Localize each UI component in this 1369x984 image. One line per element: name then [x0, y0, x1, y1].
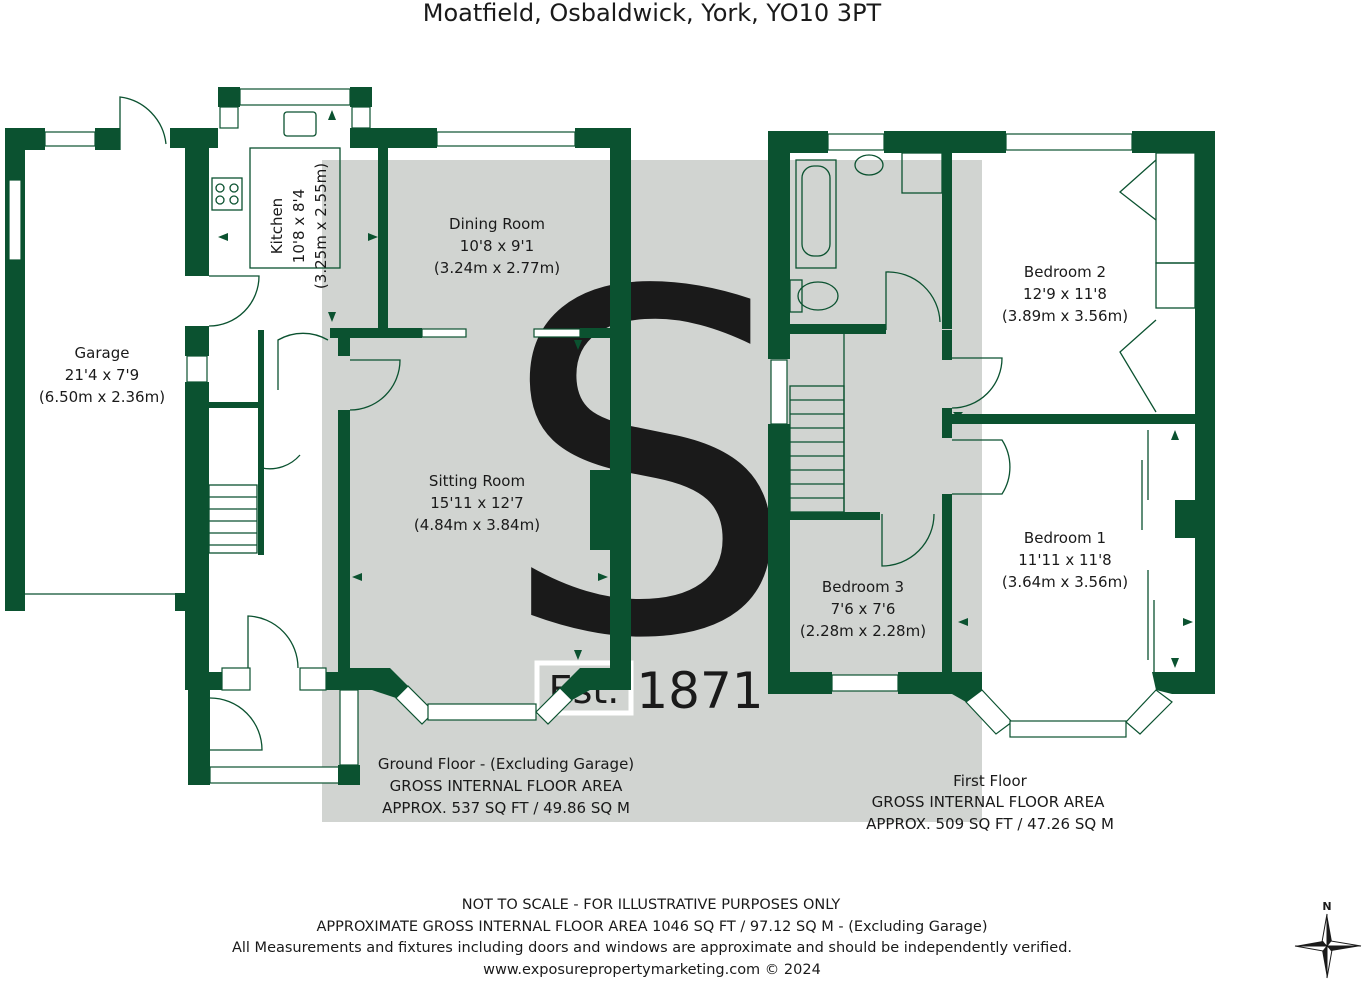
svg-text:(3.25m x 2.55m): (3.25m x 2.55m)	[312, 163, 330, 289]
ground-floor-area-label: Ground Floor - (Excluding Garage) GROSS …	[378, 755, 634, 817]
svg-text:7'6 x 7'6: 7'6 x 7'6	[831, 600, 896, 618]
watermark-letter: S	[499, 194, 797, 741]
svg-text:GROSS INTERNAL FLOOR AREA: GROSS INTERNAL FLOOR AREA	[872, 793, 1105, 811]
svg-text:Sitting Room: Sitting Room	[429, 472, 525, 490]
first-floor-walls	[768, 131, 1215, 738]
svg-text:Dining Room: Dining Room	[449, 215, 545, 233]
svg-text:Ground Floor - (Excluding Gara: Ground Floor - (Excluding Garage)	[378, 755, 634, 773]
svg-text:APPROX. 509 SQ FT / 47.26 SQ M: APPROX. 509 SQ FT / 47.26 SQ M	[866, 815, 1114, 833]
svg-text:10'8 x 9'1: 10'8 x 9'1	[460, 237, 534, 255]
ground-floor-walls	[5, 87, 631, 785]
room-label-bedroom-1: Bedroom 1 11'11 x 11'8 (3.64m x 3.56m)	[1002, 529, 1128, 591]
room-label-kitchen: Kitchen 10'8 x 8'4 (3.25m x 2.55m)	[268, 163, 330, 289]
svg-text:11'11 x 11'8: 11'11 x 11'8	[1018, 551, 1111, 569]
svg-text:Bedroom 3: Bedroom 3	[822, 578, 904, 596]
svg-text:APPROX. 537 SQ FT / 49.86 SQ M: APPROX. 537 SQ FT / 49.86 SQ M	[382, 799, 630, 817]
svg-text:12'9 x 11'8: 12'9 x 11'8	[1023, 285, 1107, 303]
footer-disclaimer: NOT TO SCALE - FOR ILLUSTRATIVE PURPOSES…	[232, 897, 1072, 978]
svg-text:(3.64m x 3.56m): (3.64m x 3.56m)	[1002, 573, 1128, 591]
svg-text:First Floor: First Floor	[953, 772, 1027, 790]
room-label-bedroom-3: Bedroom 3 7'6 x 7'6 (2.28m x 2.28m)	[800, 578, 926, 640]
svg-text:(3.89m x 3.56m): (3.89m x 3.56m)	[1002, 307, 1128, 325]
room-label-bedroom-2: Bedroom 2 12'9 x 11'8 (3.89m x 3.56m)	[1002, 263, 1128, 325]
svg-text:NOT TO SCALE - FOR ILLUSTRATIV: NOT TO SCALE - FOR ILLUSTRATIVE PURPOSES…	[462, 897, 841, 913]
svg-text:GROSS INTERNAL FLOOR AREA: GROSS INTERNAL FLOOR AREA	[390, 777, 623, 795]
compass-north-label: N	[1322, 900, 1331, 913]
room-label-dining-room: Dining Room 10'8 x 9'1 (3.24m x 2.77m)	[434, 215, 560, 277]
watermark-year: 1871	[636, 662, 763, 720]
svg-text:Garage: Garage	[75, 344, 130, 362]
svg-text:21'4 x 7'9: 21'4 x 7'9	[65, 366, 139, 384]
compass-rose-icon: N	[1294, 900, 1362, 979]
room-label-garage: Garage 21'4 x 7'9 (6.50m x 2.36m)	[39, 344, 165, 406]
svg-text:(3.24m x 2.77m): (3.24m x 2.77m)	[434, 259, 560, 277]
svg-text:Bedroom 1: Bedroom 1	[1024, 529, 1106, 547]
svg-text:10'8 x 8'4: 10'8 x 8'4	[290, 189, 308, 263]
room-label-sitting-room: Sitting Room 15'11 x 12'7 (4.84m x 3.84m…	[414, 472, 540, 534]
ground-stairs	[208, 484, 258, 554]
first-floor-area-label: First Floor GROSS INTERNAL FLOOR AREA AP…	[866, 772, 1114, 833]
svg-text:All Measurements and fixtures: All Measurements and fixtures including …	[232, 940, 1072, 956]
svg-text:Bedroom 2: Bedroom 2	[1024, 263, 1106, 281]
svg-text:(2.28m x 2.28m): (2.28m x 2.28m)	[800, 622, 926, 640]
svg-text:www.exposurepropertymarketing.: www.exposurepropertymarketing.com © 2024	[483, 962, 821, 978]
svg-text:Kitchen: Kitchen	[268, 198, 286, 254]
svg-text:15'11 x 12'7: 15'11 x 12'7	[430, 494, 523, 512]
svg-text:APPROXIMATE GROSS INTERNAL FLO: APPROXIMATE GROSS INTERNAL FLOOR AREA 10…	[316, 919, 987, 935]
svg-text:(6.50m x 2.36m): (6.50m x 2.36m)	[39, 388, 165, 406]
first-stairs	[789, 334, 845, 513]
page-title: Moatfield, Osbaldwick, York, YO10 3PT	[423, 0, 882, 27]
svg-text:(4.84m x 3.84m): (4.84m x 3.84m)	[414, 516, 540, 534]
